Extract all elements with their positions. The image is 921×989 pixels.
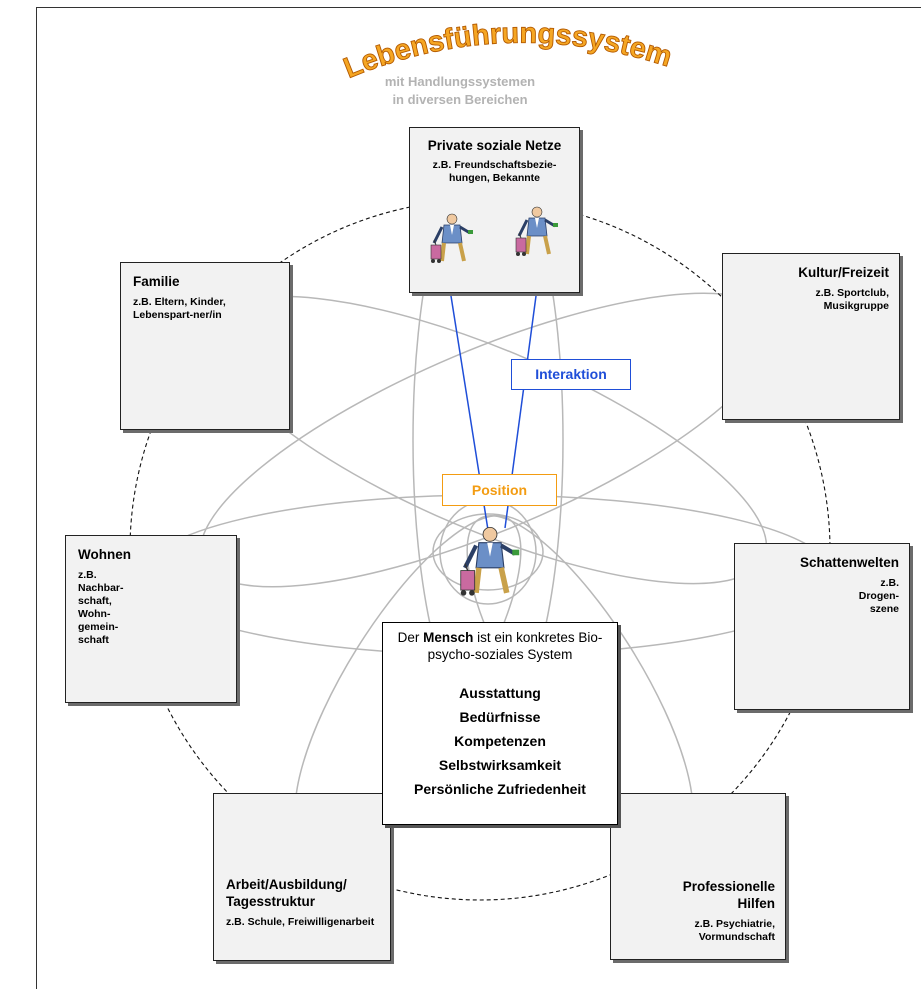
box-title: Wohnen (78, 547, 131, 562)
box-arbeit: Arbeit/Ausbildung/ Tagesstruktur z.B. Sc… (213, 793, 391, 961)
box-familie: Familie z.B. Eltern, Kinder, Lebenspart-… (120, 262, 290, 430)
attribute-item: Bedürfnisse (459, 709, 541, 725)
interaktion-label: Interaktion (511, 359, 631, 390)
orbit-core-2 (432, 513, 544, 591)
box-title: Kultur/Freizeit (798, 265, 889, 280)
attribute-item: Selbstwirksamkeit (438, 757, 562, 773)
box-kultur-freizeit: Kultur/Freizeit z.B. Sportclub, Musikgru… (722, 253, 900, 420)
box-example: z.B. Schule, Freiwilligenarbeit (226, 916, 375, 928)
box-schattenwelten: Schattenwelten z.B. Drogen-szene (734, 543, 910, 710)
mensch-keyword: Mensch (423, 630, 474, 645)
box-title: Professionelle Hilfen (682, 879, 775, 911)
attribute-item: Ausstattung (459, 685, 541, 701)
box-private-netze: Private soziale Netze z.B. Freundschafts… (409, 127, 580, 293)
box-example: z.B. Eltern, Kinder, Lebenspart-ner/in (133, 296, 226, 321)
mensch-box: Der Mensch ist ein konkretes Bio-psycho-… (382, 622, 618, 825)
mensch-pre: Der (397, 630, 424, 645)
traveler-icon (430, 213, 473, 263)
mensch-attributes: Ausstattung Bedürfnisse Kompetenzen Selb… (383, 681, 617, 801)
attribute-item: Kompetenzen (454, 733, 546, 749)
frame-top-line (36, 7, 921, 8)
box-example: z.B. Sportclub, Musikgruppe (815, 287, 890, 312)
traveler-icon (460, 526, 520, 596)
mensch-description: Der Mensch ist ein konkretes Bio-psycho-… (383, 629, 617, 663)
box-example: z.B. Nachbar-schaft, Wohn-gemein-schaft (78, 569, 124, 646)
box-wohnen: Wohnen z.B. Nachbar-schaft, Wohn-gemein-… (65, 535, 237, 703)
position-label: Position (442, 474, 557, 506)
box-title: Private soziale Netze (427, 138, 562, 153)
box-title: Familie (133, 274, 180, 289)
box-title: Schattenwelten (799, 555, 899, 570)
subtitle-line-2: in diversen Bereichen (392, 92, 528, 107)
subtitle-line-1: mit Handlungssystemen (384, 74, 536, 89)
box-example: z.B. Freundschaftsbezie-hungen, Bekannte (432, 159, 557, 184)
box-example: z.B. Drogen-szene (858, 577, 899, 615)
box-title: Arbeit/Ausbildung/ Tagesstruktur (226, 877, 347, 909)
box-professionelle-hilfen: Professionelle Hilfen z.B. Psychiatrie, … (610, 793, 786, 960)
attribute-item: Persönliche Zufriedenheit (414, 781, 586, 797)
traveler-icon (515, 206, 558, 256)
box-example: z.B. Psychiatrie, Vormundschaft (694, 918, 775, 943)
diagram-subtitle: mit Handlungssystemen in diversen Bereic… (330, 73, 590, 109)
frame-left-line (36, 7, 37, 989)
mensch-post: ist ein konkretes Bio-psycho-soziales Sy… (427, 630, 603, 662)
